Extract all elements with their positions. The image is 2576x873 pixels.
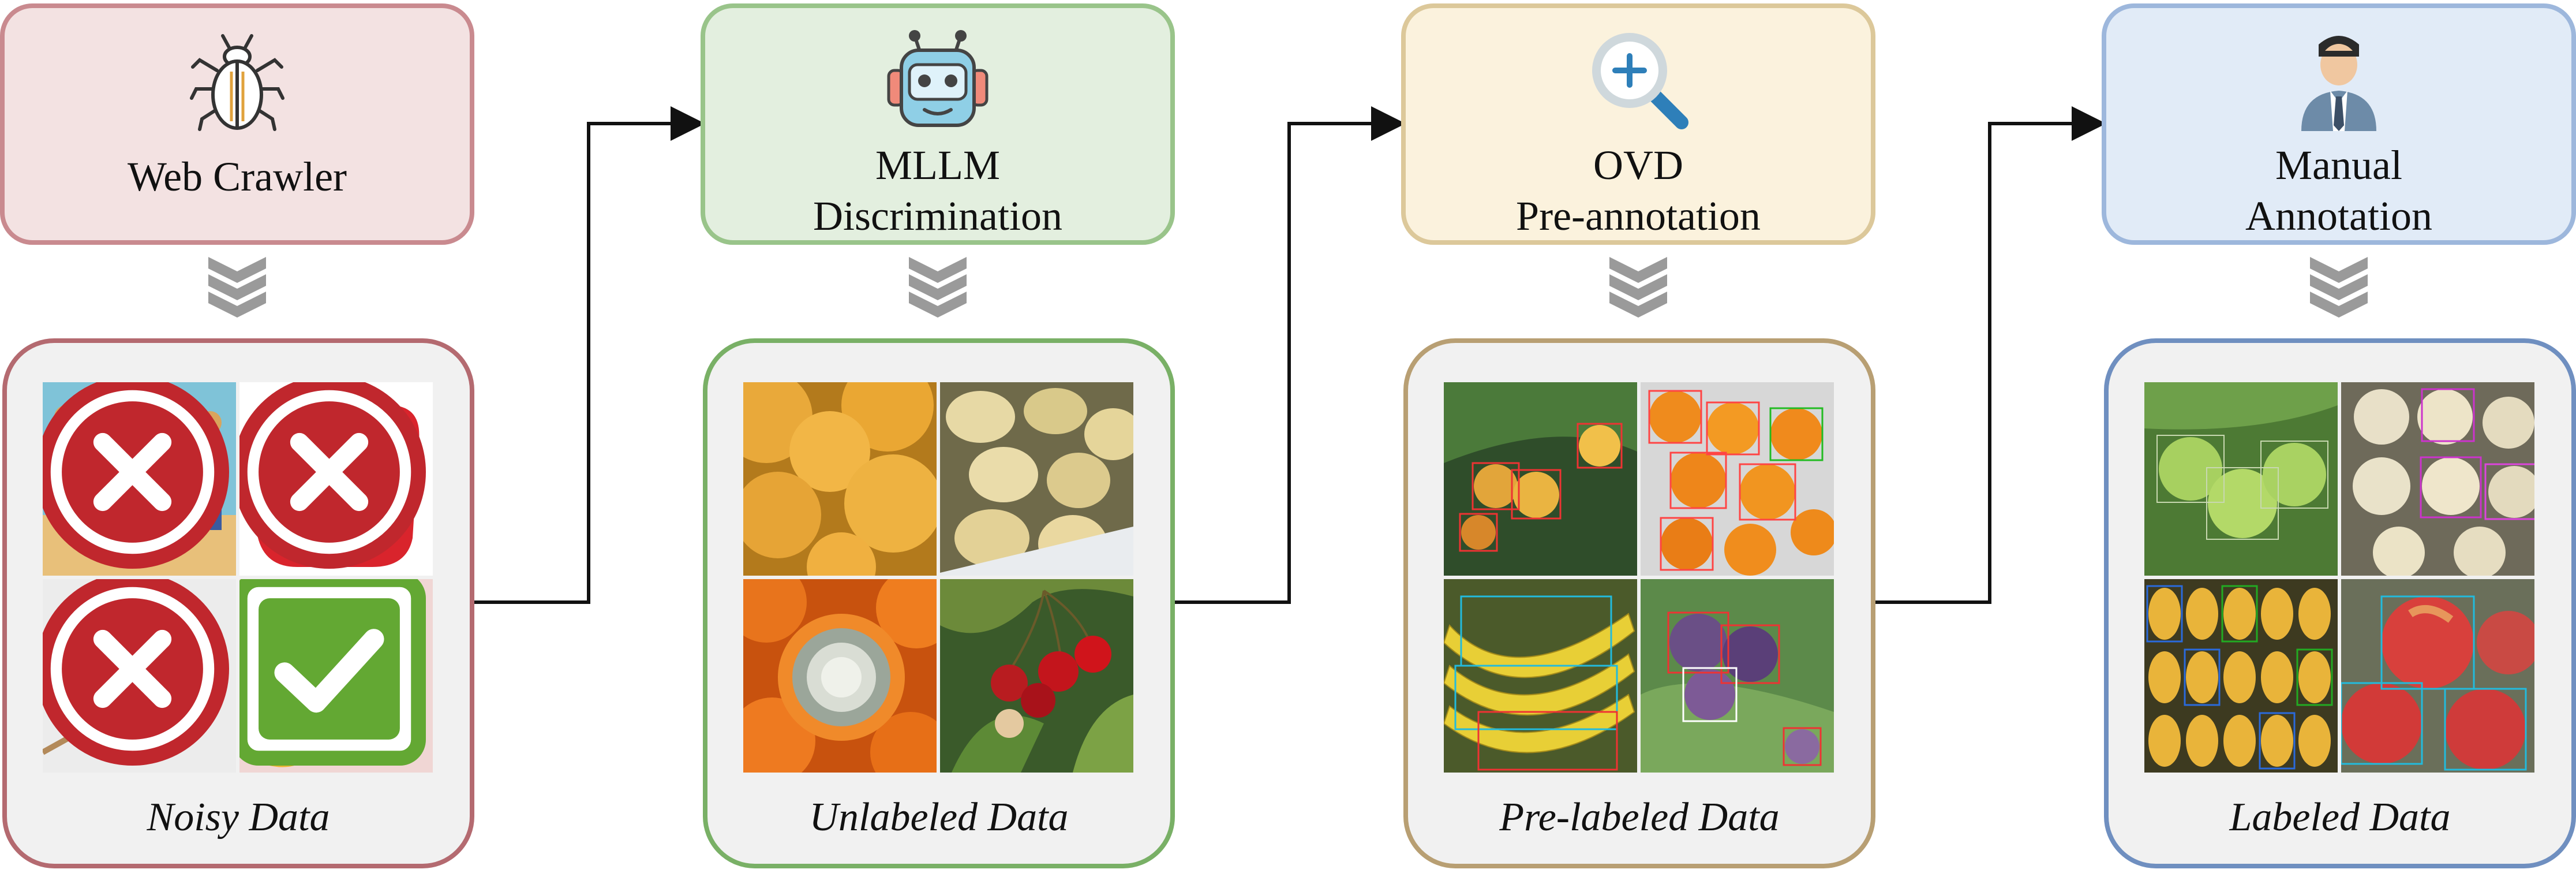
stage-title: MLLM Discrimination [813,140,1062,241]
stage-title-line: MLLM [875,142,1000,188]
image-tile-melons [743,382,937,576]
robot-icon [883,24,993,134]
arrow-mllm-to-ovd [1175,106,1406,604]
image-tile-green-pears-labeled [2144,382,2338,576]
chevron-down-icon [1609,257,1667,318]
stage-title-line: Manual [2275,142,2402,188]
stage-web-crawler: Web Crawler [0,3,474,245]
reject-icon [43,579,229,766]
stage-title-line: Pre-annotation [1516,193,1761,239]
stage-title: Web Crawler [128,151,347,202]
image-grid [1444,382,1834,773]
data-caption: Noisy Data [147,795,330,840]
image-grid [2144,382,2534,773]
image-tile-strawberry-drawing [43,579,236,773]
stage-title-line: OVD [1593,142,1683,188]
image-tile-cherries [940,579,1133,773]
image-tile-pears [239,579,433,773]
stage-title: OVD Pre-annotation [1516,140,1761,241]
image-tile-oranges-boxed [1641,382,1834,576]
image-tile-moldy-oranges [743,579,937,773]
stage-manual-annotation: Manual Annotation [2102,3,2576,245]
reject-icon [43,382,229,569]
data-panel-pre-labeled: Pre-labeled Data [1403,338,1875,868]
image-tile-plums-boxed [1641,579,1834,773]
image-tile-tree-fruit-boxed [1444,382,1637,576]
image-tile-toy-keyboard [239,382,433,576]
data-panel-noisy: Noisy Data [2,338,474,868]
chevron-down-icon [2310,257,2368,318]
stage-title-line: Annotation [2245,193,2432,239]
image-tile-cartoon-banana [43,382,236,576]
stage-title: Manual Annotation [2245,140,2432,241]
stage-title-line: Web Crawler [127,154,347,200]
image-tile-mangoes [940,382,1133,576]
beetle-icon [182,24,292,134]
image-tile-bananas-boxed [1444,579,1637,773]
stage-title-line: Discrimination [813,193,1062,239]
arrow-ovd-to-manual [1875,106,2106,604]
magnifier-icon [1583,24,1693,134]
data-caption: Pre-labeled Data [1499,795,1780,840]
chevron-down-icon [208,257,266,318]
data-panel-labeled: Labeled Data [2104,338,2576,868]
stage-mllm-discrimination: MLLM Discrimination [701,3,1175,245]
stage-ovd-pre-annotation: OVD Pre-annotation [1401,3,1875,245]
image-tile-mangoes-labeled [2144,579,2338,773]
data-panel-unlabeled: Unlabeled Data [703,338,1175,868]
arrow-crawler-to-mllm [474,106,705,604]
image-grid [43,382,433,773]
annotator-icon [2284,24,2394,134]
reject-icon [239,382,426,569]
image-grid [743,382,1133,773]
data-caption: Labeled Data [2229,795,2451,840]
chevron-down-icon [909,257,967,318]
accept-icon [239,579,426,766]
image-tile-red-apples-labeled [2341,579,2534,773]
image-tile-apples-labeled [2341,382,2534,576]
data-caption: Unlabeled Data [809,795,1069,840]
